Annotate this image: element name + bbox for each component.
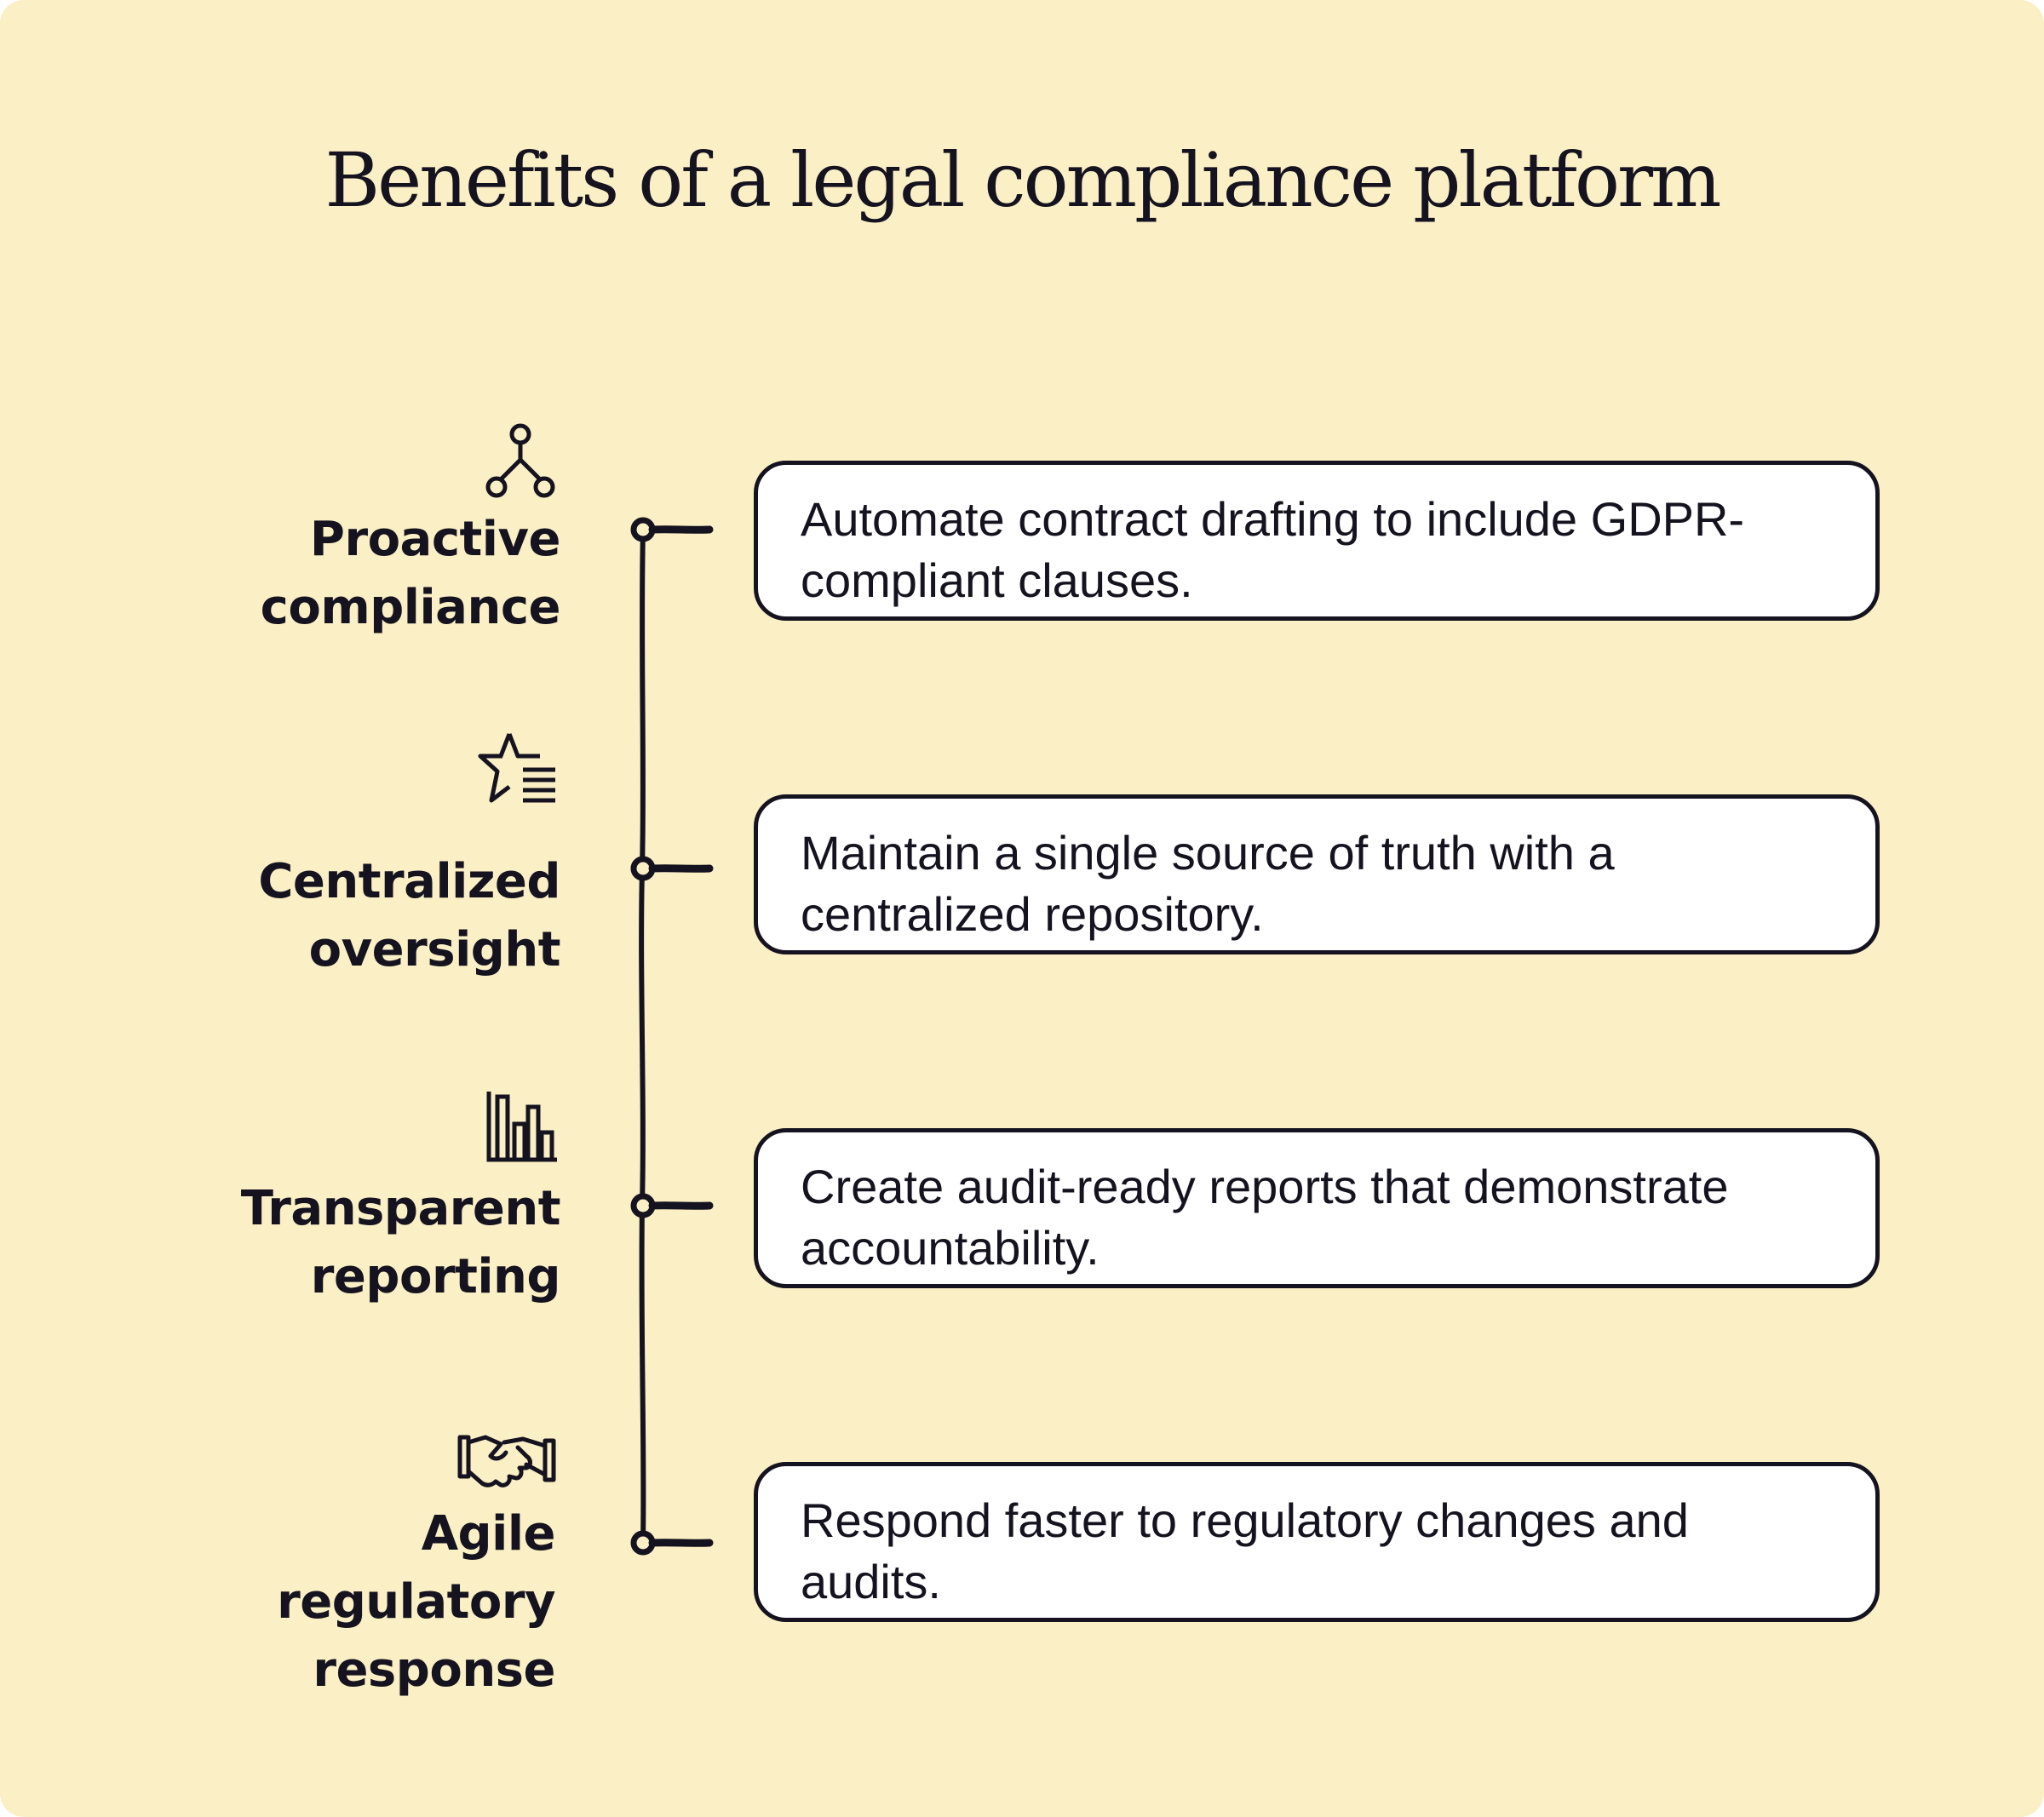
benefit-description-text: Respond faster to regulatory changes and…	[801, 1493, 1689, 1608]
star-list-icon	[478, 733, 555, 803]
branch-connector-4	[630, 1530, 714, 1556]
benefit-description-text: Create audit-ready reports that demonstr…	[801, 1160, 1729, 1275]
benefit-description-box: Maintain a single source of truth with a…	[754, 794, 1880, 954]
workflow-nodes-icon	[485, 423, 555, 498]
benefit-description-box: Automate contract drafting to include GD…	[754, 461, 1880, 621]
bar-chart-icon	[486, 1092, 557, 1162]
benefit-description-box: Create audit-ready reports that demonstr…	[754, 1128, 1880, 1288]
benefit-label-centralized-oversight: Centralized oversight	[258, 854, 560, 977]
page-title: Benefits of a legal compliance platform	[324, 136, 1722, 224]
benefit-label-agile-regulatory-response: Agile regulatory response	[277, 1506, 555, 1698]
branch-connector-1	[630, 517, 714, 542]
handshake-icon	[457, 1435, 556, 1487]
benefit-description-text: Maintain a single source of truth with a…	[801, 826, 1615, 941]
benefit-description-text: Automate contract drafting to include GD…	[801, 492, 1745, 607]
branch-connector-2	[630, 856, 714, 881]
benefit-description-box: Respond faster to regulatory changes and…	[754, 1462, 1880, 1622]
branch-connector-3	[630, 1193, 714, 1218]
benefit-label-proactive-compliance: Proactive compliance	[260, 512, 561, 635]
benefit-label-transparent-reporting: Transparent reporting	[240, 1181, 561, 1304]
